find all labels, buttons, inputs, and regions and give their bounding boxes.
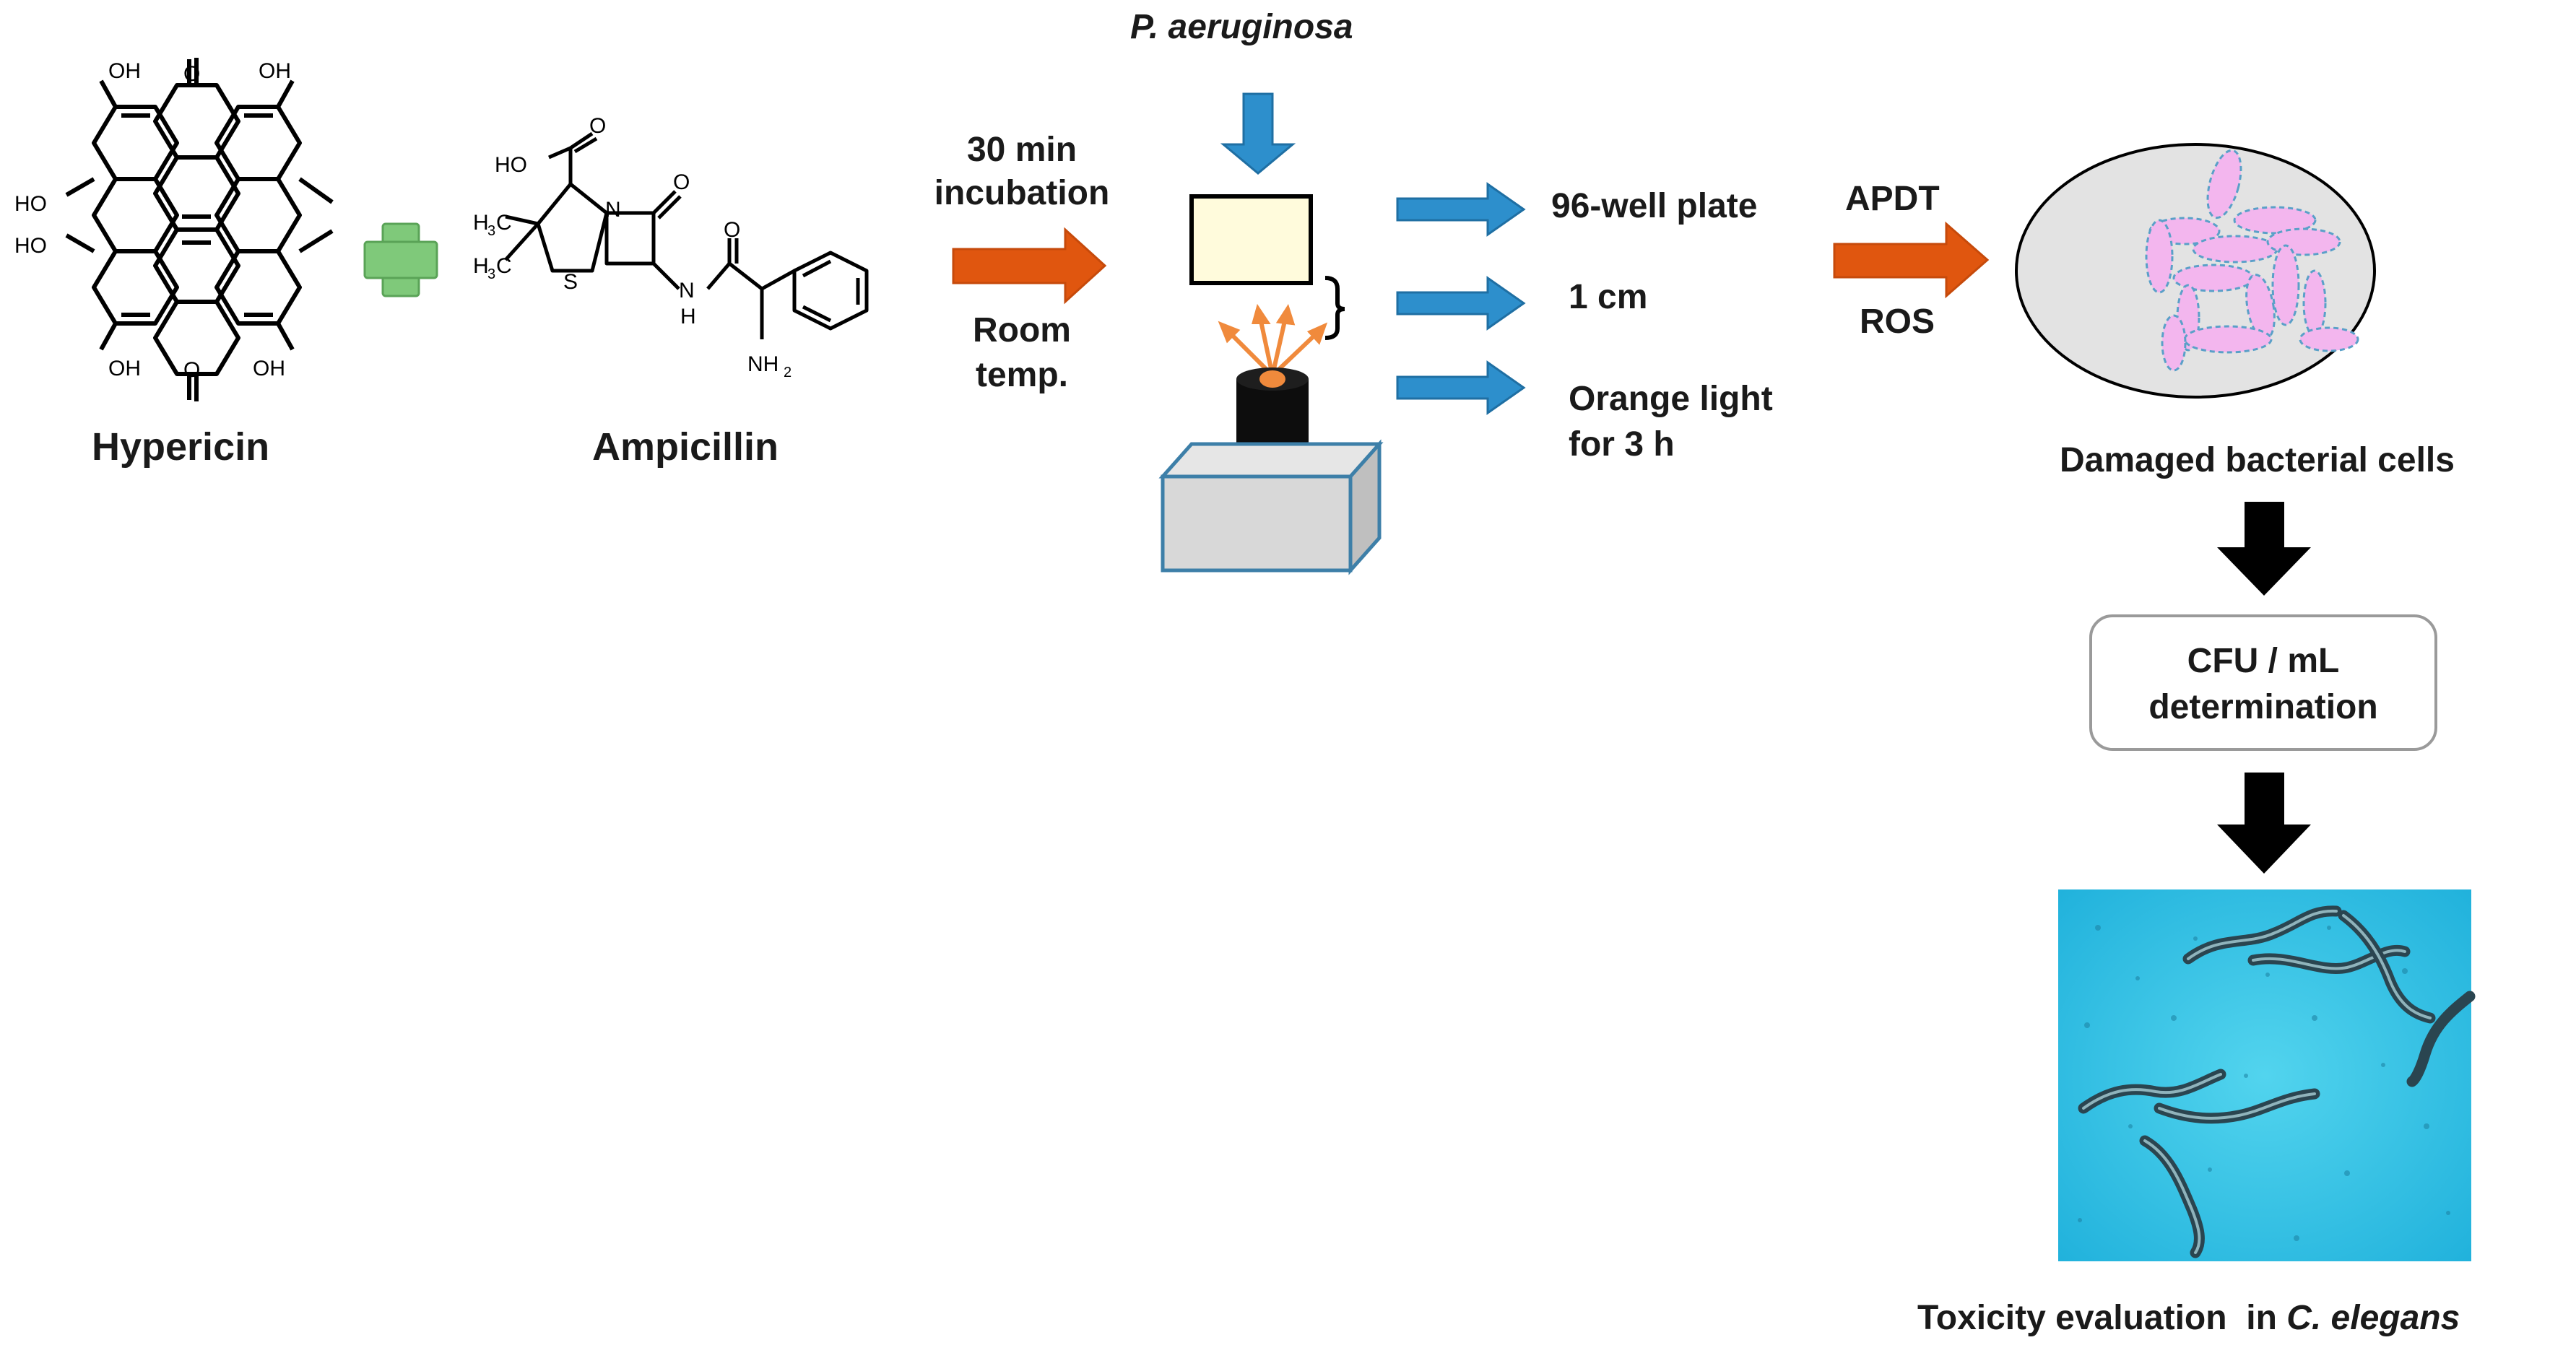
ampicillin-h: H (680, 305, 696, 329)
ampicillin-title: Ampicillin (592, 425, 779, 469)
hypericin-o-top: O (183, 62, 200, 86)
ampicillin-ho: HO (495, 153, 527, 177)
orange-arrow-apdt (1833, 221, 1990, 299)
ros-label: ROS (1860, 303, 1935, 341)
hypericin-title: Hypericin (92, 425, 270, 469)
ampicillin-o-lactam: O (673, 170, 690, 194)
svg-text:NH: NH (747, 352, 779, 376)
note-distance: 1 cm (1569, 278, 1648, 316)
ampicillin-s: S (563, 270, 578, 294)
svg-text:3: 3 (487, 266, 495, 282)
toxicity-organism: C. elegans (2286, 1299, 2460, 1337)
c-elegans-micrograph (2058, 889, 2476, 1261)
hypericin-o-bottom: O (183, 358, 200, 382)
hypericin-oh-bottom-right: OH (253, 357, 285, 380)
blue-arrow-light (1396, 360, 1526, 415)
ampicillin-structure (504, 131, 869, 339)
ampicillin-nh2: NH 2 (747, 352, 792, 380)
hypericin-oh-bottom-left: OH (108, 357, 141, 380)
blue-arrow-well-plate (1396, 182, 1526, 237)
hypericin-oh-top-right: OH (259, 59, 291, 83)
black-arrow-to-toxicity (2217, 773, 2311, 874)
light-box (1158, 439, 1384, 575)
hypericin-structure (65, 58, 334, 401)
cfu-label: CFU / mL (2187, 642, 2340, 680)
black-arrow-to-cfu (2217, 502, 2311, 596)
blue-arrow-down (1220, 92, 1296, 175)
temp-label: temp. (975, 356, 1068, 394)
svg-text:3: 3 (487, 223, 495, 239)
note-orange-light: Orange light (1569, 380, 1773, 418)
toxicity-label: Toxicity evaluation in C. elegans (1917, 1298, 2460, 1338)
orange-arrow-incubation (952, 227, 1107, 305)
ampicillin-nh: N (679, 279, 695, 303)
organism-label: P. aeruginosa (1130, 8, 1353, 46)
svg-text:H: H (473, 211, 489, 235)
bacterial-cells (2145, 149, 2359, 372)
well-plate (1189, 194, 1313, 285)
svg-text:2: 2 (784, 365, 792, 380)
note-well-plate: 96-well plate (1551, 187, 1758, 225)
plus-icon (363, 222, 438, 297)
ampicillin-h3c-upper: H 3 C (473, 211, 512, 239)
cfu-determination-label: determination (2148, 688, 2378, 726)
apdt-label: APDT (1845, 180, 1940, 218)
ampicillin-n-ring: N (605, 198, 621, 222)
ampicillin-labels: HO O O O N S N H NH 2 H 3 C H 3 C (473, 114, 792, 380)
hypericin-labels: OH OH O HO HO OH O OH (14, 59, 291, 382)
cfu-box (2089, 614, 2437, 751)
hypericin-ho-upper: HO (14, 192, 47, 216)
light-rays (1218, 303, 1328, 378)
svg-text:C: C (496, 254, 512, 278)
ampicillin-o-amide: O (724, 218, 740, 242)
hypericin-ho-lower: HO (14, 234, 47, 258)
blue-arrow-distance (1396, 276, 1526, 331)
incubation-label: incubation (934, 174, 1110, 212)
note-duration: for 3 h (1569, 425, 1675, 464)
ampicillin-o-carboxyl: O (589, 114, 606, 138)
ampicillin-h3c-lower: H 3 C (473, 254, 512, 282)
distance-brace (1324, 276, 1345, 340)
svg-text:C: C (496, 211, 512, 235)
svg-text:H: H (473, 254, 489, 278)
room-label: Room (973, 311, 1071, 349)
damaged-cells-label: Damaged bacterial cells (2060, 441, 2455, 479)
incubation-time-label: 30 min (966, 131, 1077, 169)
hypericin-oh-top-left: OH (108, 59, 141, 83)
toxicity-prefix: Toxicity evaluation in (1917, 1299, 2287, 1337)
